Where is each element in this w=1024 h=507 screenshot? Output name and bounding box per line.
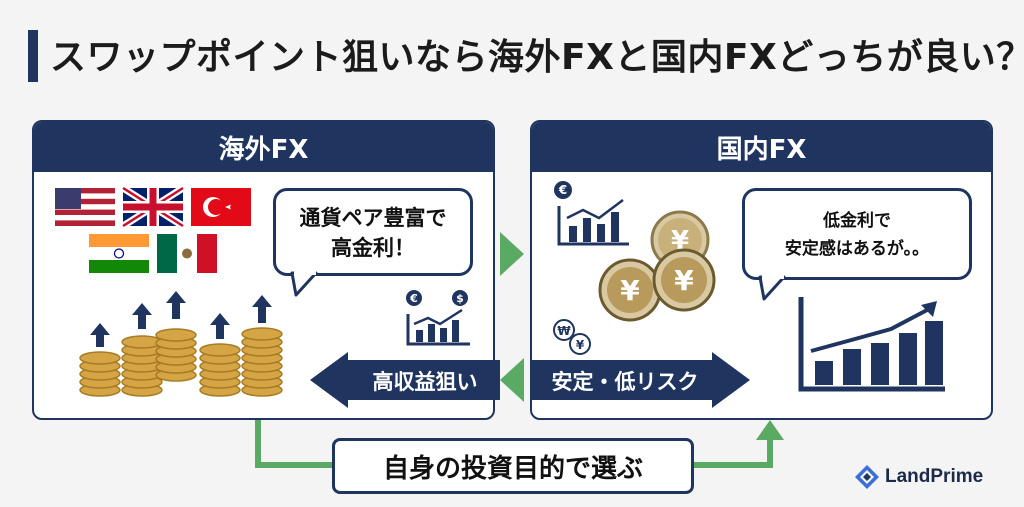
stable-low-risk-arrow — [530, 352, 750, 408]
india-flag-icon — [89, 234, 149, 273]
yen-coin-front-left: ¥ — [598, 258, 662, 322]
overseas-bubble-line1: 通貨ペア豊富で — [299, 206, 447, 230]
dollar-symbol: $ — [456, 292, 464, 305]
overseas-bubble-line2: 高金利！ — [331, 236, 415, 260]
won-yen-symbols-icon: ₩ ¥ — [553, 319, 591, 355]
logo-text: LandPrime — [885, 466, 984, 487]
mexico-flag-icon — [157, 234, 217, 273]
domestic-bubble-tail — [758, 274, 786, 301]
rising-bar-chart-icon — [798, 297, 945, 392]
overseas-bubble-tail — [290, 270, 318, 297]
connector-arrow-left — [500, 358, 524, 402]
choose-by-goal-box: 自身の投資目的で選ぶ — [332, 438, 694, 494]
domestic-fx-speech-bubble: 低金利で 安定感はあるが。。 — [742, 188, 972, 280]
euro-chart-icon: € — [554, 181, 629, 246]
won-symbol: ₩ — [557, 324, 571, 338]
bottom-flow-line-right — [694, 438, 773, 468]
flags-group — [55, 185, 251, 273]
page-title: スワップポイント狙いなら海外FXと国内FXどっちが良い？ — [50, 37, 1024, 78]
yen-coins-icon: ¥ ¥ ¥ — [598, 210, 716, 322]
connector-arrow-right — [500, 232, 524, 276]
yen-symbol: ¥ — [620, 274, 640, 307]
bottom-flow-line — [255, 420, 332, 468]
yen-coin-front-right: ¥ — [652, 248, 716, 312]
stable-low-risk-label: 安定・低リスク — [551, 370, 699, 394]
turkey-flag-icon — [191, 188, 251, 226]
us-flag-icon — [55, 188, 115, 226]
domestic-bubble-line1: 低金利で — [823, 211, 891, 231]
uk-flag-icon — [121, 185, 185, 229]
high-return-arrow — [310, 352, 500, 408]
high-return-label: 高収益狙い — [372, 370, 478, 394]
small-yen-symbol: ¥ — [576, 338, 585, 352]
yen-symbol: ¥ — [671, 226, 689, 256]
landprime-logo: LandPrime — [855, 465, 983, 489]
domestic-fx-header: 国内FX — [532, 122, 991, 172]
euro-symbol-right: € — [558, 183, 567, 197]
landprime-diamond-icon — [855, 465, 879, 489]
bottom-flow-arrowhead — [756, 420, 784, 440]
mini-growth-chart-icon: € $ — [406, 290, 470, 346]
euro-symbol: € — [409, 292, 418, 305]
overseas-fx-speech-bubble: 通貨ペア豊富で 高金利！ — [273, 188, 473, 276]
yen-symbol: ¥ — [674, 264, 694, 297]
rising-coin-stacks-icon — [79, 291, 283, 397]
domestic-bubble-line2: 安定感はあるが。。 — [784, 239, 930, 259]
overseas-fx-header: 海外FX — [34, 122, 493, 172]
title-accent-bar — [28, 30, 38, 82]
